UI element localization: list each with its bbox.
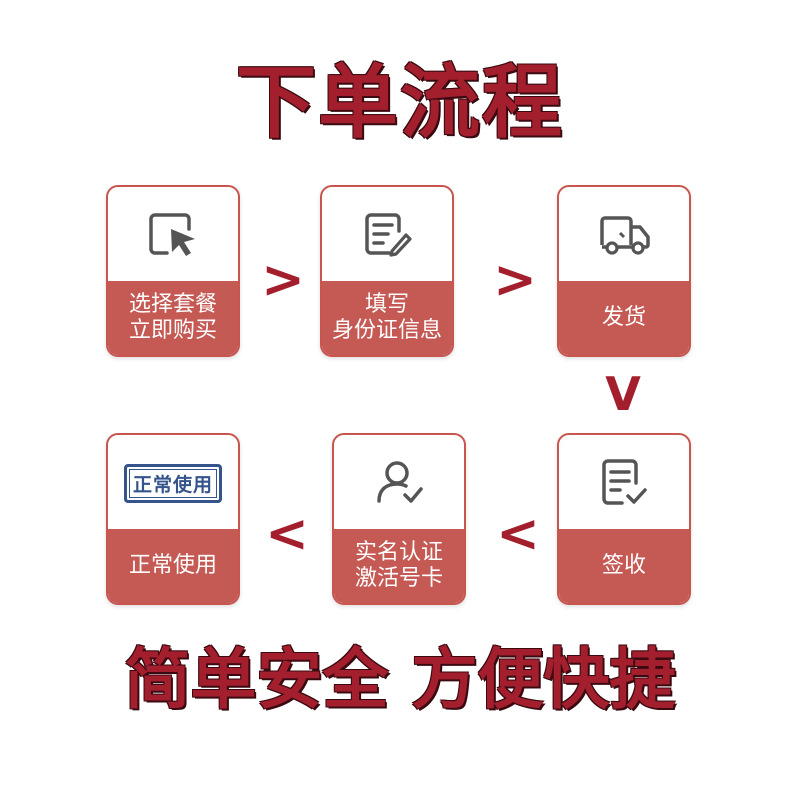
step-shipping: 发货: [557, 185, 691, 357]
step-label: 填写 身份证信息: [322, 281, 452, 355]
arrow-right: >: [493, 250, 537, 310]
step-sign-receipt: 签收: [557, 433, 691, 605]
step-normal-use: 正常使用 正常使用: [106, 433, 240, 605]
step-label-line: 签收: [601, 553, 646, 578]
step-label-line: 身份证信息: [331, 318, 442, 343]
step-label-line: 实名认证: [354, 540, 443, 565]
step-label-line: 立即购买: [128, 318, 217, 343]
arrow-right: >: [261, 250, 305, 310]
step-label-line: 选择套餐: [128, 292, 217, 317]
step-label: 发货: [559, 281, 689, 355]
user-verify-icon: [334, 435, 464, 531]
arrow-down: V: [605, 367, 641, 421]
step-label: 签收: [559, 529, 689, 603]
normal-use-stamp-icon: 正常使用: [108, 435, 238, 531]
step-fill-id-info: 填写 身份证信息: [320, 185, 454, 357]
edit-form-icon: [322, 187, 452, 283]
step-real-name-activation: 实名认证 激活号卡: [332, 433, 466, 605]
step-label-line: 正常使用: [128, 553, 217, 578]
page-title: 下单流程: [236, 56, 564, 149]
step-label-line: 填写: [364, 292, 409, 317]
cursor-select-icon: [108, 187, 238, 283]
stamp-text: 正常使用: [123, 463, 222, 503]
signed-document-icon: [559, 435, 689, 531]
delivery-truck-icon: [559, 187, 689, 283]
step-select-package: 选择套餐 立即购买: [106, 185, 240, 357]
step-label: 正常使用: [108, 529, 238, 603]
arrow-left: <: [265, 504, 309, 564]
step-label: 选择套餐 立即购买: [108, 281, 238, 355]
arrow-left: <: [496, 504, 540, 564]
step-label-line: 发货: [601, 305, 646, 330]
step-label-line: 激活号卡: [354, 566, 443, 591]
step-label: 实名认证 激活号卡: [334, 529, 464, 603]
slogan: 简单安全 方便快捷: [124, 641, 676, 718]
